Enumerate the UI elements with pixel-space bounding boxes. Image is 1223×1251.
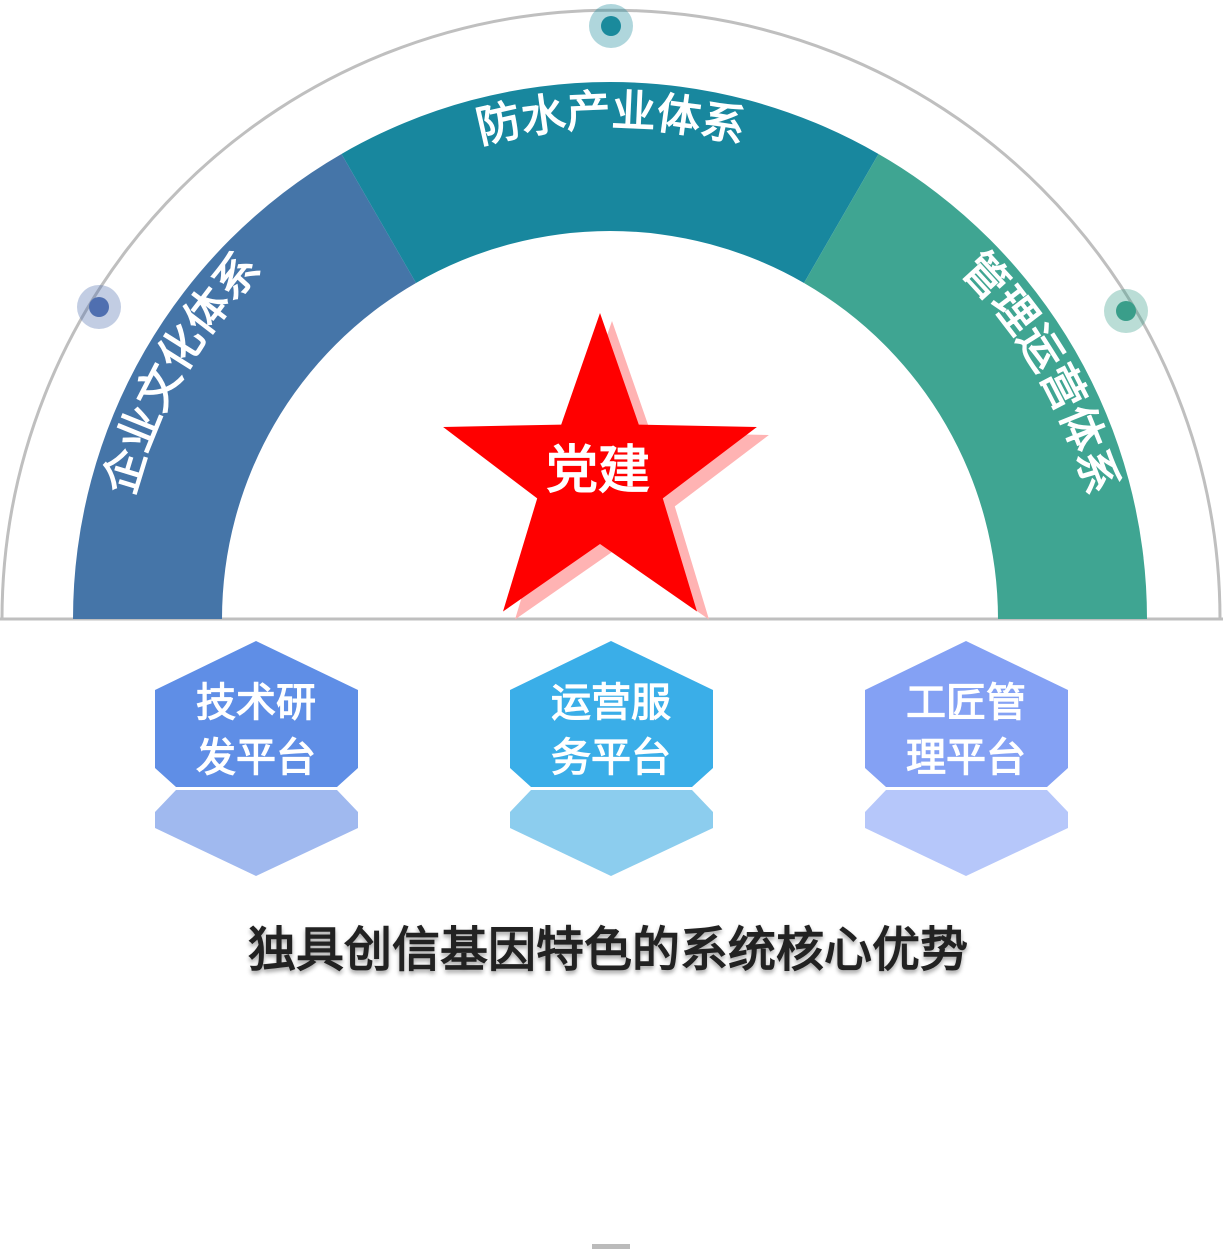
caption: 独具创信基因特色的系统核心优势 — [248, 922, 968, 978]
platform-label-line1: 工匠管 — [906, 680, 1026, 726]
arc-segment-management-operation — [804, 153, 1147, 619]
dot-right — [1104, 289, 1148, 333]
arc-segment-enterprise-culture — [73, 153, 416, 619]
center-label: 党建 — [546, 441, 650, 501]
platform-tech-rd: 技术研 发平台 — [155, 641, 358, 876]
bottom-mark — [592, 1244, 630, 1249]
dot-top — [589, 4, 633, 48]
arc-segment-waterproof-industry — [341, 81, 879, 283]
platform-craftsman-management: 工匠管 理平台 — [865, 641, 1068, 876]
platform-label-line2: 务平台 — [551, 735, 671, 781]
platform-label-line2: 理平台 — [906, 735, 1026, 781]
dot-left — [77, 285, 121, 329]
outer-arc — [0, 8, 1222, 620]
platform-label-line1: 技术研 — [196, 680, 316, 726]
star-icon — [443, 313, 757, 612]
platform-operation-service: 运营服 务平台 — [510, 641, 713, 876]
platform-label-line2: 发平台 — [196, 735, 316, 781]
platform-label-line1: 运营服 — [551, 680, 671, 726]
